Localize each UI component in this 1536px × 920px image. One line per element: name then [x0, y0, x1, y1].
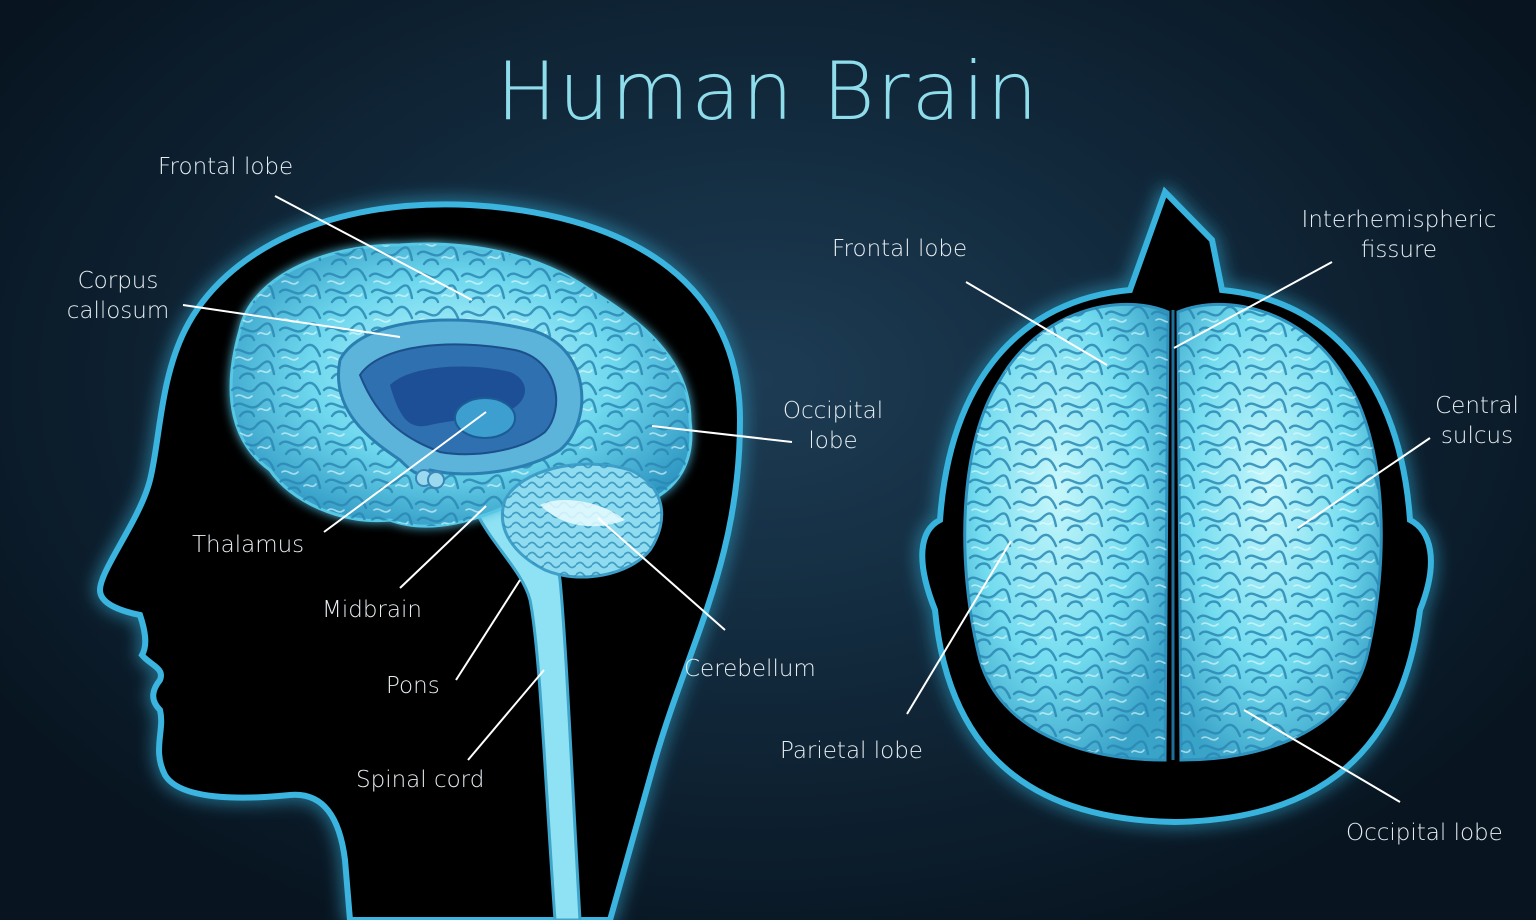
label-parietal-lobe: Parietal lobe [780, 738, 923, 764]
label-occipital-lobe-side-line2: lobe [808, 428, 858, 454]
label-interhemispheric-fissure: Interhemispheric fissure [1288, 205, 1510, 265]
leader-midbrain [399, 505, 487, 589]
leader-parietal-lobe [906, 540, 1012, 715]
label-central-sulcus: Central sulcus [1420, 391, 1534, 451]
top-brain [963, 302, 1383, 762]
label-frontal-lobe-top: Frontal lobe [832, 236, 968, 262]
leader-cerebellum [597, 517, 726, 631]
leader-thalamus [323, 411, 487, 533]
leader-frontal-lobe-side [274, 195, 473, 301]
label-midbrain: Midbrain [322, 597, 422, 623]
label-interhemispheric-fissure-line2: fissure [1360, 237, 1438, 263]
leader-central-sulcus [1297, 437, 1431, 529]
label-thalamus: Thalamus [192, 532, 305, 558]
label-interhemispheric-fissure-line1: Interhemispheric [1301, 207, 1497, 233]
leader-spinal-cord [467, 669, 545, 761]
label-pons: Pons [386, 673, 440, 699]
label-corpus-callosum-line1: Corpus [77, 268, 159, 294]
leader-pons [455, 579, 521, 681]
leader-corpus-callosum [182, 304, 401, 338]
cerebellum-shape [500, 462, 664, 579]
label-occipital-lobe-top: Occipital lobe [1346, 820, 1503, 846]
leader-occipital-lobe-top [1243, 709, 1401, 803]
label-corpus-callosum: Corpus callosum [60, 266, 176, 326]
label-occipital-lobe-side: Occipital lobe [772, 396, 894, 456]
leader-frontal-lobe-top [965, 281, 1108, 366]
label-central-sulcus-line2: sulcus [1440, 423, 1514, 449]
label-occipital-lobe-side-line1: Occipital [782, 398, 884, 424]
label-frontal-lobe-side: Frontal lobe [158, 154, 294, 180]
leader-interhemispheric-fissure [1173, 261, 1333, 349]
label-cerebellum: Cerebellum [684, 656, 816, 682]
leader-lines [182, 195, 1431, 803]
side-brain [229, 242, 693, 528]
page-title: Human Brain [496, 45, 1040, 138]
label-corpus-callosum-line2: callosum [66, 298, 170, 324]
label-spinal-cord: Spinal cord [356, 767, 485, 793]
label-central-sulcus-line1: Central [1435, 393, 1519, 419]
leader-occipital-lobe-side [651, 425, 793, 443]
